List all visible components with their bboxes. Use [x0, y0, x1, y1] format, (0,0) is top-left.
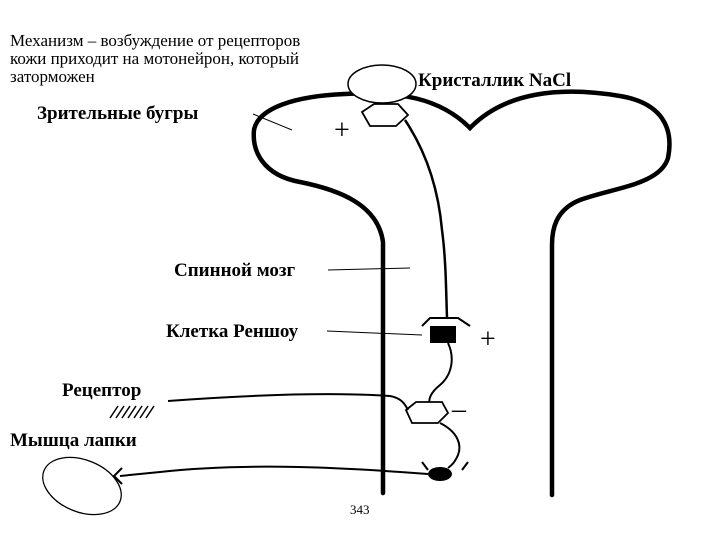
plus-sign-renshaw: +	[480, 324, 496, 355]
sensory-fiber	[167, 393, 409, 411]
neuromuscular-junction	[112, 467, 123, 485]
nacl-crystal	[347, 64, 417, 104]
interneuron-fiber	[439, 422, 461, 469]
minus-sign-inhibitory: –	[452, 394, 466, 425]
renshaw-cell	[430, 326, 456, 343]
paw-muscle	[42, 456, 122, 516]
inhibitory-synapse	[404, 401, 450, 424]
descending-fiber	[403, 119, 449, 319]
plus-sign-thalamus: +	[334, 115, 350, 146]
label-nacl-crystal: Кристаллик NaCl	[418, 70, 572, 91]
page-number: 343	[350, 502, 370, 517]
label-paw-muscle: Мышца лапки	[10, 430, 137, 451]
renshaw-terminal	[421, 317, 471, 327]
thalamus-synapse	[360, 103, 410, 127]
label-renshaw-cell: Клетка Реншоу	[166, 321, 299, 342]
spinal-cord-leader	[327, 267, 411, 271]
renshaw-axon	[428, 342, 453, 406]
motor-fiber	[119, 465, 429, 477]
renshaw-leader	[326, 330, 423, 336]
motoneuron	[428, 467, 452, 481]
brain-spinal-outline	[251, 89, 672, 498]
receptor-endings	[109, 405, 155, 419]
motoneuron-terminal	[421, 461, 469, 471]
label-thalamus: Зрительные бугры	[37, 103, 199, 124]
thalamus-leader	[252, 113, 293, 131]
label-spinal-cord: Спинной мозг	[174, 260, 296, 281]
caption-text: Механизм – возбуждение от рецепторов кож…	[10, 31, 301, 86]
label-receptor: Рецептор	[62, 380, 142, 401]
